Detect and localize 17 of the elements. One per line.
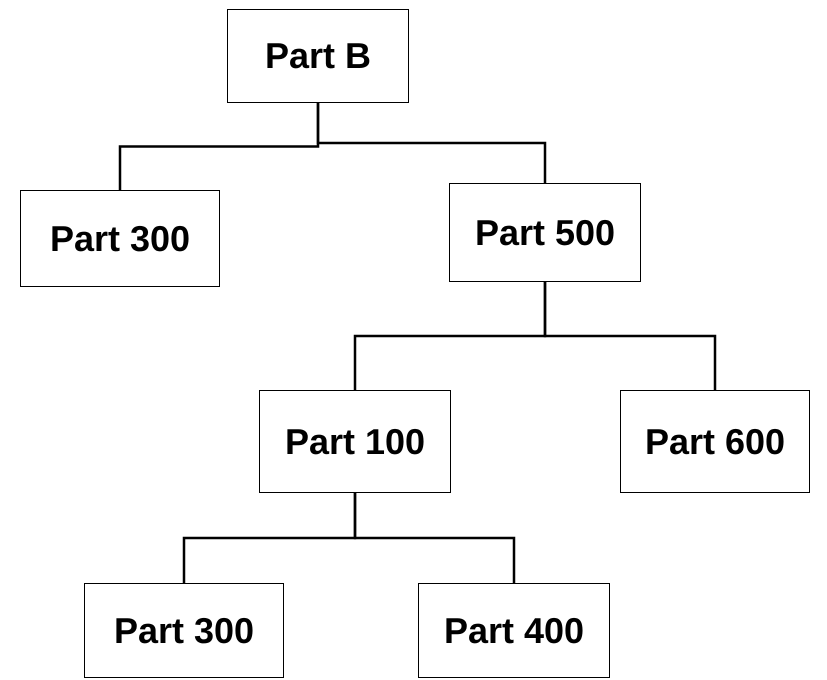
part-box (227, 9, 409, 103)
part-box (259, 390, 451, 493)
part-label: Part 300 (50, 218, 190, 260)
part-box (620, 390, 810, 493)
part-label: Part 500 (474, 212, 616, 254)
part-label: Part 100 (284, 420, 426, 462)
part-label: Part 300 (114, 610, 254, 652)
part-label: Part B (264, 35, 372, 77)
connector-line (544, 282, 716, 390)
part-label: Part 600 (644, 420, 786, 462)
part-box (449, 183, 641, 282)
connector-line (316, 103, 546, 183)
part-box (84, 583, 284, 678)
connector-line (354, 493, 516, 583)
part-box (20, 190, 220, 287)
part-label: Part 400 (444, 610, 584, 652)
part-box (418, 583, 610, 678)
